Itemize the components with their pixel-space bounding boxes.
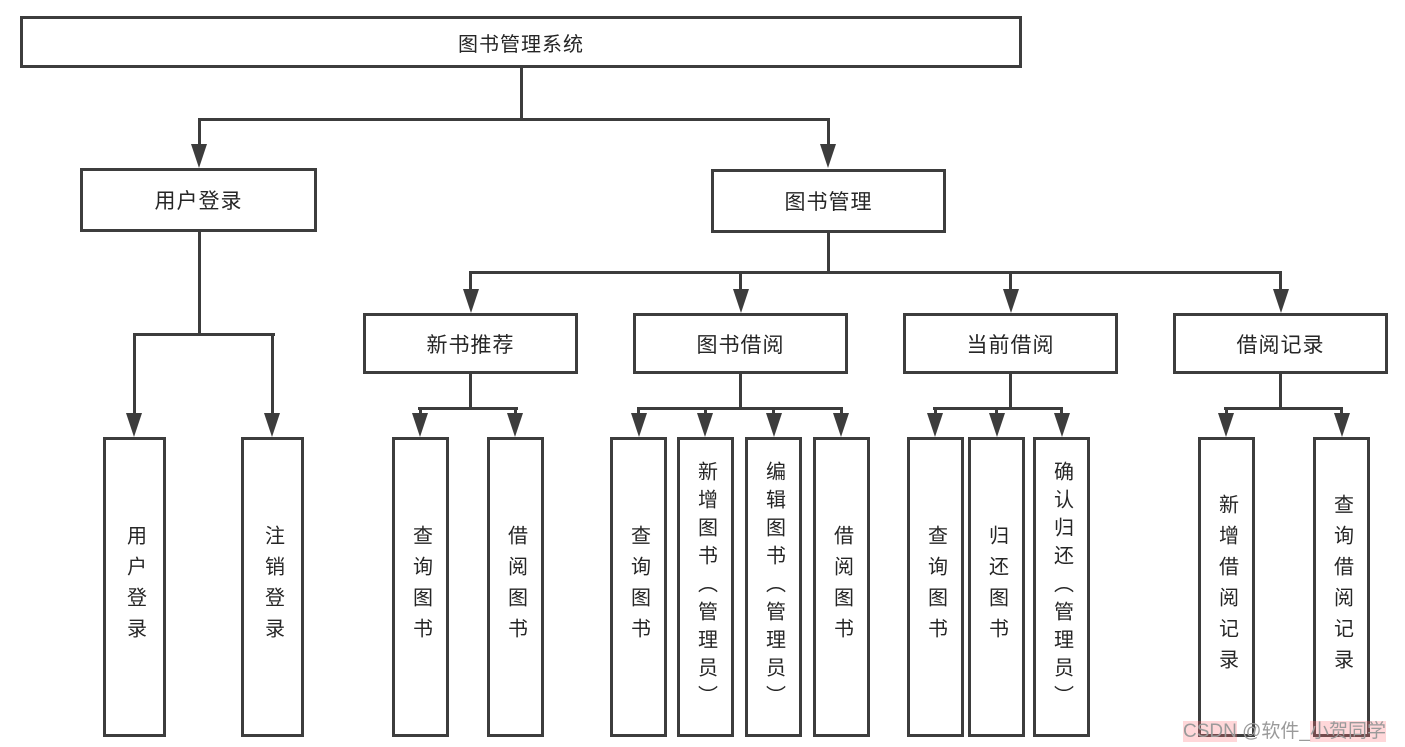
- arrowhead-down-icon: [820, 144, 836, 168]
- leaf-add-borrow-record: 新增借阅记录: [1198, 437, 1255, 737]
- connector-line: [198, 118, 201, 146]
- connector-line: [934, 407, 937, 415]
- node-label: 借阅图书: [504, 525, 527, 649]
- node-current-borrow: 当前借阅: [903, 313, 1118, 374]
- node-label: 用户登录: [123, 525, 146, 649]
- connector-line: [739, 271, 742, 291]
- connector-line: [514, 407, 517, 415]
- watermark-text: @软件_: [1236, 721, 1310, 742]
- arrowhead-down-icon: [463, 289, 479, 313]
- connector-line: [1340, 407, 1343, 415]
- node-book-management: 图书管理: [711, 169, 946, 233]
- leaf-query-books-current: 查询图书: [907, 437, 964, 737]
- leaf-confirm-return-admin: 确认归还（管理员）: [1033, 437, 1090, 737]
- leaf-logout: 注销登录: [241, 437, 304, 737]
- arrowhead-down-icon: [733, 289, 749, 313]
- node-label: 图书管理系统: [458, 33, 584, 56]
- node-label: 编辑图书（管理员）: [762, 461, 785, 713]
- node-label: 当前借阅: [966, 333, 1055, 357]
- leaf-user-login: 用户登录: [103, 437, 166, 737]
- connector-line: [1009, 374, 1012, 407]
- connector-line: [772, 407, 775, 415]
- node-user-login: 用户登录: [80, 168, 317, 232]
- node-borrow-records: 借阅记录: [1173, 313, 1388, 374]
- connector-line: [469, 374, 472, 407]
- node-label: 图书借阅: [696, 333, 785, 357]
- node-label: 归还图书: [985, 525, 1008, 649]
- connector-line: [198, 118, 830, 121]
- arrowhead-down-icon: [697, 413, 713, 437]
- node-label: 查询图书: [409, 525, 432, 649]
- leaf-borrow-books-recommend: 借阅图书: [487, 437, 544, 737]
- arrowhead-down-icon: [766, 413, 782, 437]
- node-label: 确认归还（管理员）: [1050, 461, 1073, 713]
- node-label: 用户登录: [154, 190, 243, 213]
- arrowhead-down-icon: [264, 413, 280, 437]
- leaf-query-books-recommend: 查询图书: [392, 437, 449, 737]
- node-new-book-recommend: 新书推荐: [363, 313, 578, 374]
- arrowhead-down-icon: [1218, 413, 1234, 437]
- arrowhead-down-icon: [126, 413, 142, 437]
- arrowhead-down-icon: [989, 413, 1005, 437]
- connector-line: [739, 374, 742, 407]
- connector-line: [133, 333, 136, 415]
- connector-line: [995, 407, 998, 415]
- arrowhead-down-icon: [1003, 289, 1019, 313]
- node-label: 新增图书（管理员）: [694, 461, 717, 713]
- arrowhead-down-icon: [1273, 289, 1289, 313]
- leaf-query-books-borrow: 查询图书: [610, 437, 667, 737]
- arrowhead-down-icon: [507, 413, 523, 437]
- node-label: 借阅图书: [830, 525, 853, 649]
- connector-line: [840, 407, 843, 415]
- arrowhead-down-icon: [631, 413, 647, 437]
- connector-line: [1009, 271, 1012, 291]
- connector-line: [133, 333, 275, 336]
- connector-line: [637, 407, 843, 410]
- connector-line: [520, 68, 523, 118]
- node-label: 查询图书: [627, 525, 650, 649]
- connector-line: [198, 232, 201, 336]
- node-label: 查询借阅记录: [1330, 494, 1353, 680]
- connector-line: [1224, 407, 1343, 410]
- arrowhead-down-icon: [833, 413, 849, 437]
- connector-line: [271, 333, 274, 415]
- connector-line: [1060, 407, 1063, 415]
- node-label: 新增借阅记录: [1215, 494, 1238, 680]
- node-label: 新书推荐: [426, 333, 515, 357]
- leaf-borrow-books: 借阅图书: [813, 437, 870, 737]
- connector-line: [1279, 271, 1282, 291]
- node-book-borrow: 图书借阅: [633, 313, 848, 374]
- connector-line: [704, 407, 707, 415]
- connector-line: [418, 407, 518, 410]
- node-label: 注销登录: [261, 525, 284, 649]
- leaf-edit-book-admin: 编辑图书（管理员）: [745, 437, 802, 737]
- leaf-query-borrow-record: 查询借阅记录: [1313, 437, 1370, 737]
- arrowhead-down-icon: [927, 413, 943, 437]
- watermark-text: 小贺同学: [1309, 721, 1386, 742]
- connector-line: [469, 271, 1282, 274]
- arrowhead-down-icon: [412, 413, 428, 437]
- connector-line: [637, 407, 640, 415]
- connector-line: [469, 271, 472, 291]
- node-label: 查询图书: [924, 525, 947, 649]
- node-label: 借阅记录: [1236, 333, 1325, 357]
- connector-line: [827, 118, 830, 146]
- connector-line: [1279, 374, 1282, 407]
- arrowhead-down-icon: [1334, 413, 1350, 437]
- csdn-watermark: CSDN @软件_小贺同学: [1183, 716, 1386, 743]
- leaf-return-book: 归还图书: [968, 437, 1025, 737]
- arrowhead-down-icon: [191, 144, 207, 168]
- watermark-text: CSDN: [1183, 721, 1237, 742]
- node-root-library-system: 图书管理系统: [20, 16, 1022, 68]
- connector-line: [827, 233, 830, 273]
- arrowhead-down-icon: [1054, 413, 1070, 437]
- connector-line: [933, 407, 1063, 410]
- connector-line: [1225, 407, 1228, 415]
- leaf-add-book-admin: 新增图书（管理员）: [677, 437, 734, 737]
- node-label: 图书管理: [784, 191, 873, 214]
- connector-line: [419, 407, 422, 415]
